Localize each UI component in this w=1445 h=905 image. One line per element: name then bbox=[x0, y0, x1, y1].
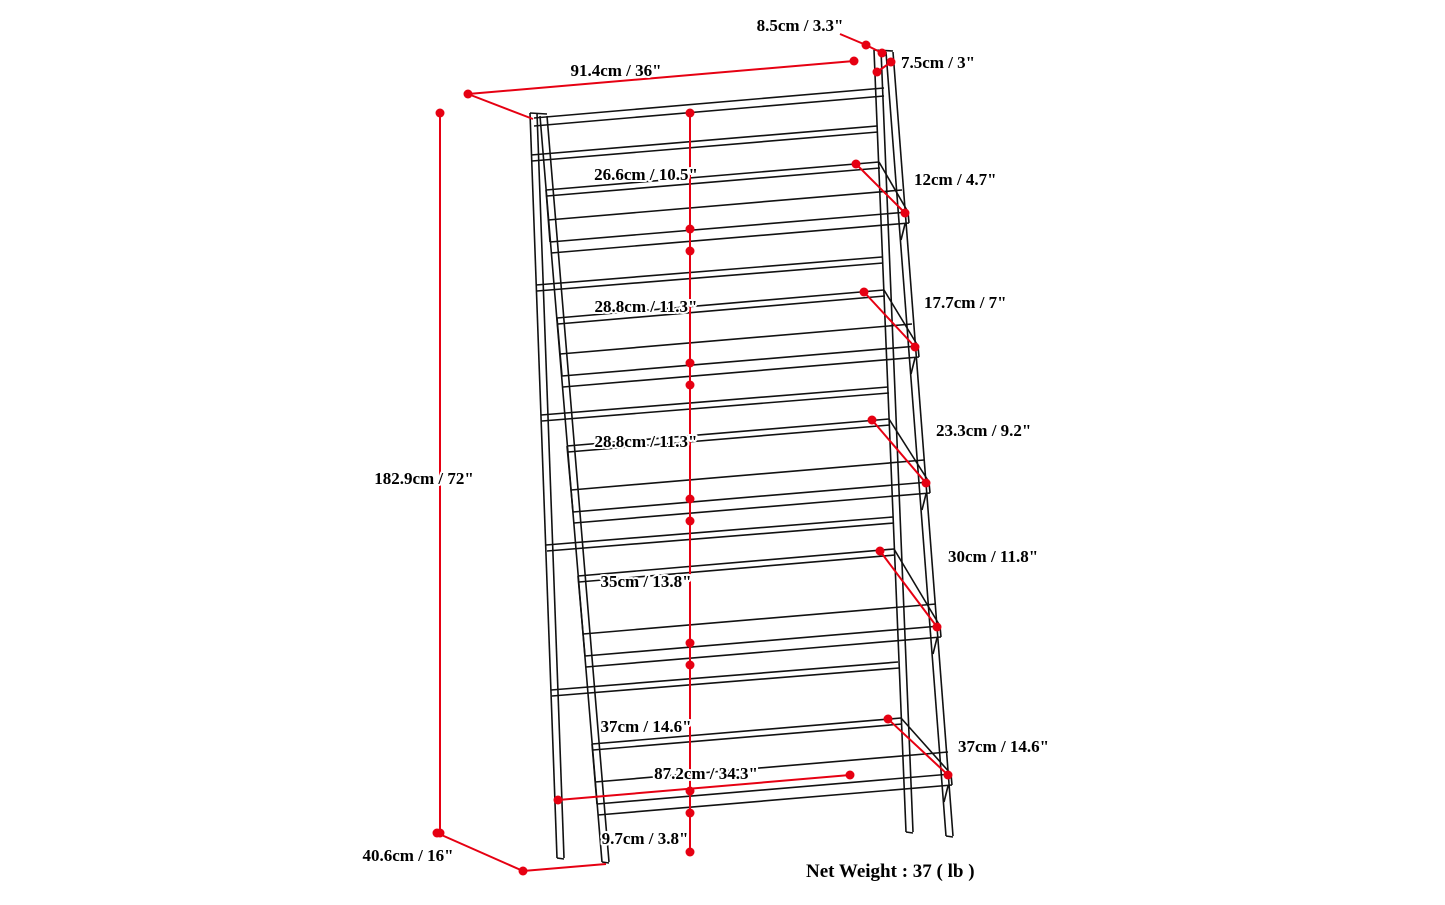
top-width-line bbox=[467, 60, 855, 95]
base-depth-extension bbox=[522, 863, 607, 872]
shelf-2 bbox=[556, 289, 920, 388]
depth-line-2 bbox=[863, 291, 916, 348]
bottom-width-line bbox=[557, 774, 851, 801]
label-post-width: 7.5cm / 3" bbox=[901, 53, 975, 72]
label-top-cap-depth: 8.5cm / 3.3" bbox=[757, 16, 844, 35]
label-top-width: 91.4cm / 36" bbox=[570, 61, 661, 80]
label-shelf-depth-2: 17.7cm / 7" bbox=[924, 293, 1007, 312]
label-shelf-depth-1: 12cm / 4.7" bbox=[914, 170, 997, 189]
shelf-1 bbox=[545, 161, 910, 254]
depth-line-3 bbox=[871, 419, 927, 484]
label-floor-clearance: 9.7cm / 3.8" bbox=[602, 829, 689, 848]
shelf-structure bbox=[529, 49, 954, 864]
label-shelf-depth-3: 23.3cm / 9.2" bbox=[936, 421, 1031, 440]
label-overall-height: 182.9cm / 72" bbox=[374, 469, 474, 488]
label-base-depth: 40.6cm / 16" bbox=[362, 846, 453, 865]
back-slats bbox=[530, 125, 900, 697]
top-width-extension bbox=[467, 93, 534, 120]
label-shelf-depth-5: 37cm / 14.6" bbox=[958, 737, 1049, 756]
label-shelf-gap-2: 28.8cm / 11.3" bbox=[595, 297, 698, 316]
dimension-labels: 8.5cm / 3.3" 7.5cm / 3" 91.4cm / 36" 26.… bbox=[360, 14, 1051, 884]
dimension-dots bbox=[432, 40, 953, 876]
top-cap-leader bbox=[839, 33, 867, 46]
base-depth-line bbox=[436, 832, 524, 872]
label-net-weight: Net Weight : 37 ( lb ) bbox=[806, 861, 975, 882]
label-shelf-gap-3: 28.8cm / 11.3" bbox=[595, 432, 698, 451]
label-shelf-depth-4: 30cm / 11.8" bbox=[948, 547, 1038, 566]
depth-line-1 bbox=[855, 163, 906, 214]
label-shelf-gap-1: 26.6cm / 10.5" bbox=[594, 165, 698, 184]
dimension-lines bbox=[436, 33, 949, 872]
depth-line-5 bbox=[887, 718, 949, 776]
depth-line-4 bbox=[879, 550, 938, 628]
shelf-3 bbox=[566, 418, 931, 524]
label-shelf-gap-4: 35cm / 13.8" bbox=[600, 572, 691, 591]
shelf-4 bbox=[577, 548, 942, 668]
label-bottom-shelf-width: 87.2cm / 34.3" bbox=[654, 764, 758, 783]
top-rail bbox=[533, 87, 885, 127]
label-shelf-gap-5: 37cm / 14.6" bbox=[600, 717, 691, 736]
shelf-5 bbox=[591, 717, 953, 816]
